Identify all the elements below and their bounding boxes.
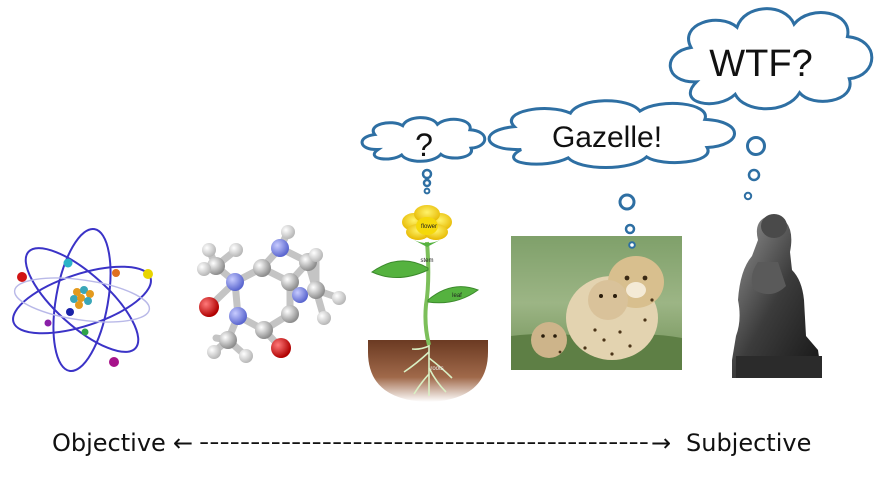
thought-cloud-cheetah (489, 101, 734, 249)
plant-thought-text: ? (415, 127, 433, 163)
objective-subjective-axis: Objective ← ----------------------------… (52, 429, 811, 457)
flower (402, 205, 452, 247)
right-arrow: → (651, 429, 671, 457)
nucleus (70, 286, 94, 309)
molecule-illustration (197, 225, 346, 363)
flower-label: flower (421, 224, 437, 230)
stem (423, 241, 431, 346)
left-arrow: ← (173, 429, 193, 457)
atoms (197, 225, 346, 363)
thought-cloud-thinker (670, 9, 872, 201)
subjective-label: Subjective (686, 429, 811, 457)
thinker-thought-text: WTF? (709, 43, 812, 85)
plant-illustration: flower stem leaf roots (368, 205, 488, 402)
electrons (17, 258, 153, 367)
roots (403, 340, 453, 396)
axis-dashes: ----------------------------------------… (199, 430, 649, 455)
cheetah-thought-text: Gazelle! (552, 121, 662, 154)
cheetah-photo (511, 236, 682, 370)
soil (368, 340, 488, 402)
leaf-left (371, 260, 429, 278)
leaf-label: leaf (452, 293, 462, 299)
objective-label: Objective (52, 429, 166, 457)
roots-label: roots (430, 366, 443, 372)
thinker-statue (732, 214, 822, 378)
atom-illustration (12, 227, 153, 373)
thought-cloud-plant (362, 118, 485, 195)
leaf-right (427, 286, 480, 304)
stem-label: stem (420, 258, 433, 264)
